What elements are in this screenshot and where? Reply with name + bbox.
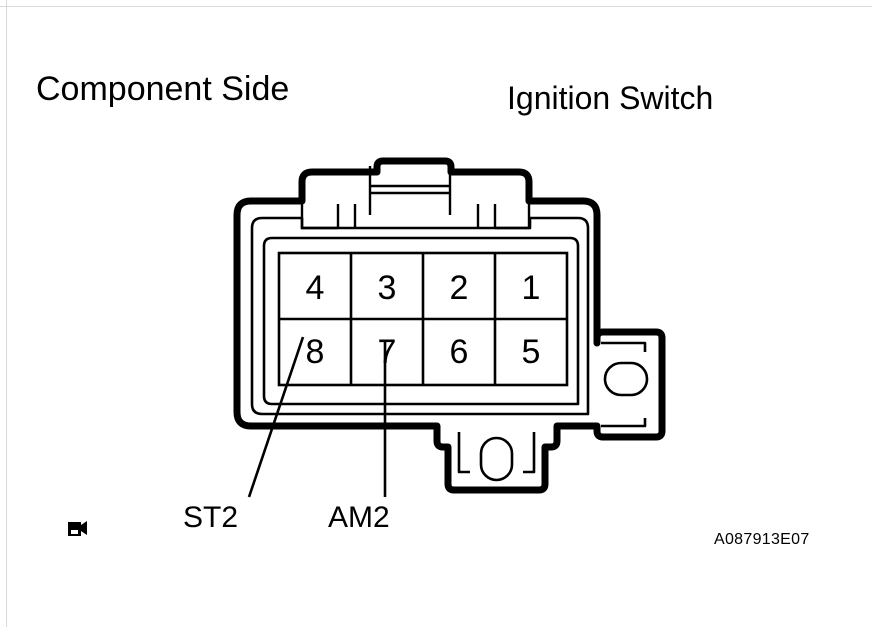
right-lock-tab-internals	[601, 341, 649, 428]
connector-inner-wall-2	[262, 236, 580, 406]
top-shoulder-notches	[300, 204, 531, 230]
pin-label-7: 7	[378, 333, 397, 371]
reference-code: A087913E07	[714, 531, 810, 548]
pin-numbers: 4 3 2 1 8 7 6 5	[306, 269, 541, 371]
pin-label-4: 4	[306, 269, 325, 307]
pin-label-5: 5	[522, 333, 541, 371]
leader-line-st2	[247, 336, 305, 498]
pin-label-8: 8	[306, 333, 325, 371]
pin-label-3: 3	[378, 269, 397, 307]
pin-grid	[277, 251, 569, 387]
pin-label-6: 6	[450, 333, 469, 371]
bottom-lock-tab-internals	[457, 432, 536, 482]
callout-label-st2: ST2	[183, 501, 239, 534]
connector-inner-wall-1	[250, 216, 590, 416]
page-rule-top	[0, 6, 872, 7]
page-title-ignition-switch: Ignition Switch	[507, 80, 714, 116]
connector-outer-shell	[233, 157, 666, 494]
camera-icon	[68, 521, 87, 536]
callout-label-am2: AM2	[328, 501, 390, 534]
pin-label-1: 1	[522, 269, 541, 307]
pin-label-2: 2	[450, 269, 469, 307]
page-rule-left	[6, 0, 7, 627]
page-title-component-side: Component Side	[36, 70, 290, 108]
callout-leader-lines	[247, 336, 387, 498]
top-latch-tab-lines	[368, 166, 452, 215]
